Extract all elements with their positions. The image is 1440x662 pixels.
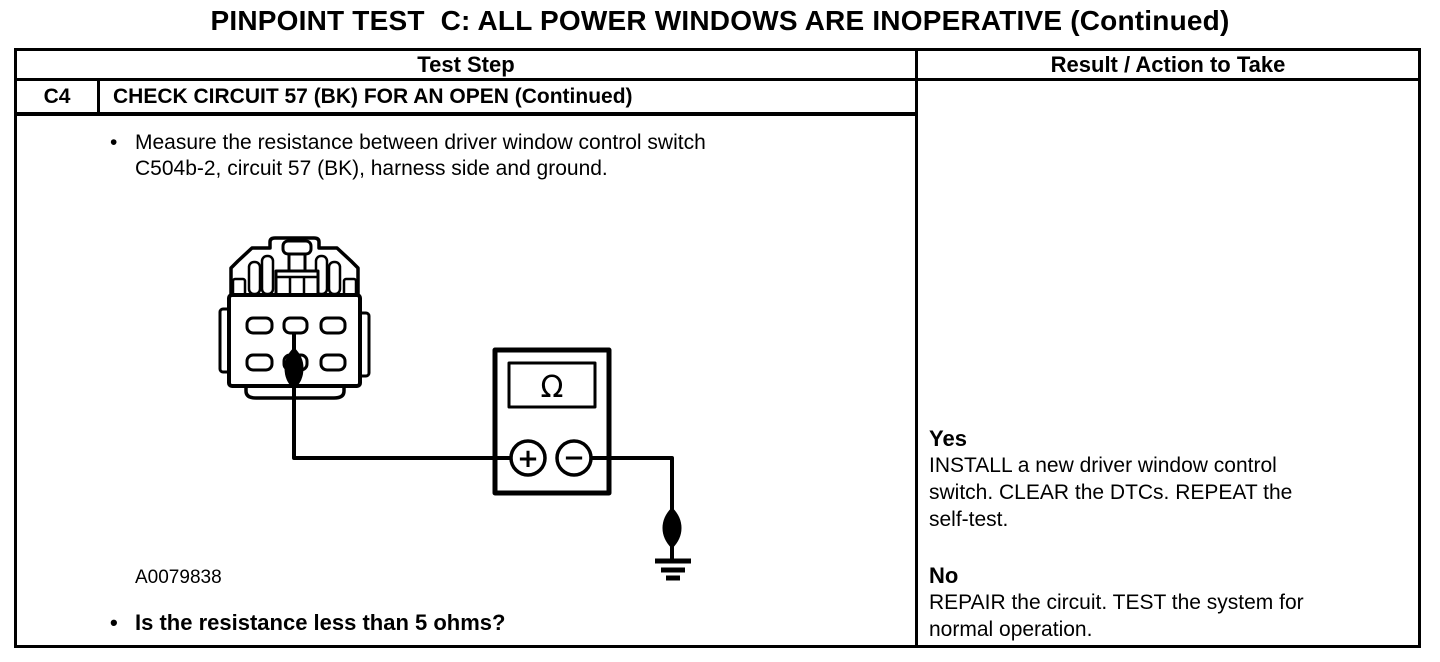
step-content: • Measure the resistance between driver … xyxy=(17,116,915,645)
bullet-icon: • xyxy=(110,131,118,154)
question-item: • Is the resistance less than 5 ohms? xyxy=(110,610,505,636)
question-text: Is the resistance less than 5 ohms? xyxy=(135,610,506,635)
instruction-text: Measure the resistance between driver wi… xyxy=(135,131,706,180)
result-yes-label: Yes xyxy=(929,426,967,451)
step-heading: CHECK CIRCUIT 57 (BK) FOR AN OPEN (Conti… xyxy=(113,84,633,108)
result-yes-action: INSTALL a new driver window control swit… xyxy=(929,454,1293,531)
test-step-column: C4 CHECK CIRCUIT 57 (BK) FOR AN OPEN (Co… xyxy=(17,81,918,645)
pinpoint-test-table: Test Step Result / Action to Take C4 CHE… xyxy=(14,48,1421,648)
page-title: PINPOINT TEST C: ALL POWER WINDOWS ARE I… xyxy=(210,5,1230,36)
step-id: C4 xyxy=(17,81,100,112)
instruction-item: • Measure the resistance between driver … xyxy=(110,130,880,182)
column-header-test-step: Test Step xyxy=(17,51,918,78)
column-header-result: Result / Action to Take xyxy=(1050,51,1286,77)
result-column: Yes INSTALL a new driver window control … xyxy=(918,81,1418,645)
table-header-row: Test Step Result / Action to Take xyxy=(17,51,1418,81)
table-body: C4 CHECK CIRCUIT 57 (BK) FOR AN OPEN (Co… xyxy=(17,81,1418,645)
bullet-icon: • xyxy=(110,610,118,635)
result-no-label: No xyxy=(929,563,959,588)
result-yes: Yes INSTALL a new driver window control … xyxy=(929,425,1411,533)
result-no: No REPAIR the circuit. TEST the system f… xyxy=(929,562,1411,643)
step-row: C4 CHECK CIRCUIT 57 (BK) FOR AN OPEN (Co… xyxy=(17,81,915,116)
figure-id-label: A0079838 xyxy=(135,567,222,588)
result-no-action: REPAIR the circuit. TEST the system for … xyxy=(929,591,1304,641)
